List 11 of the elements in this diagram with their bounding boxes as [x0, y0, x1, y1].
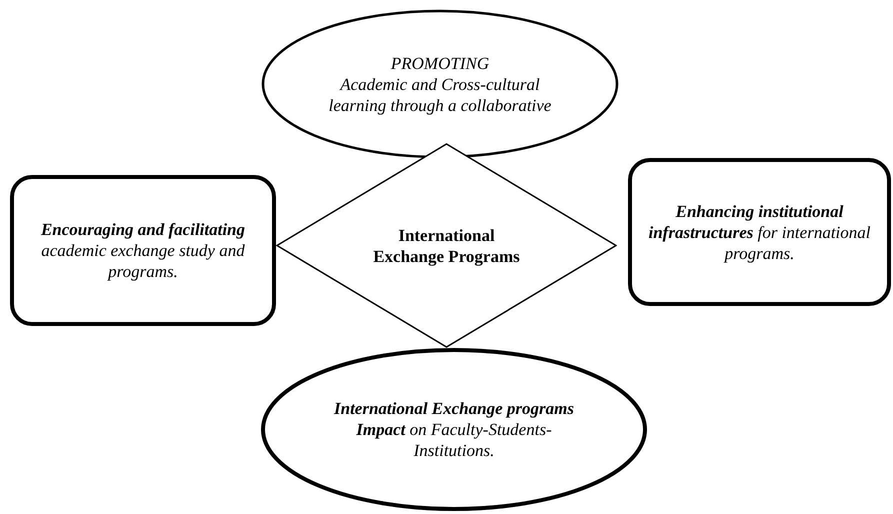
node-text: International Exchange Programs — [372, 224, 521, 266]
node-text: Encouraging and facilitating academic exchange study and programs. — [40, 219, 246, 282]
decision-diamond — [276, 143, 617, 348]
node-text: Enhancing institutional infrastructures for international programs. — [648, 200, 872, 264]
node-heading: PROMOTING — [390, 52, 490, 74]
node-text: Academic and Cross-cultural learning through a collaborative — [328, 74, 552, 116]
node-text: International Exchange programs Impact on Faculty-Students-Institutions. — [332, 398, 575, 461]
ellipse-node — [261, 9, 619, 159]
ellipse-node — [260, 347, 648, 512]
rounded-box — [10, 175, 276, 326]
rounded-box — [628, 158, 891, 306]
